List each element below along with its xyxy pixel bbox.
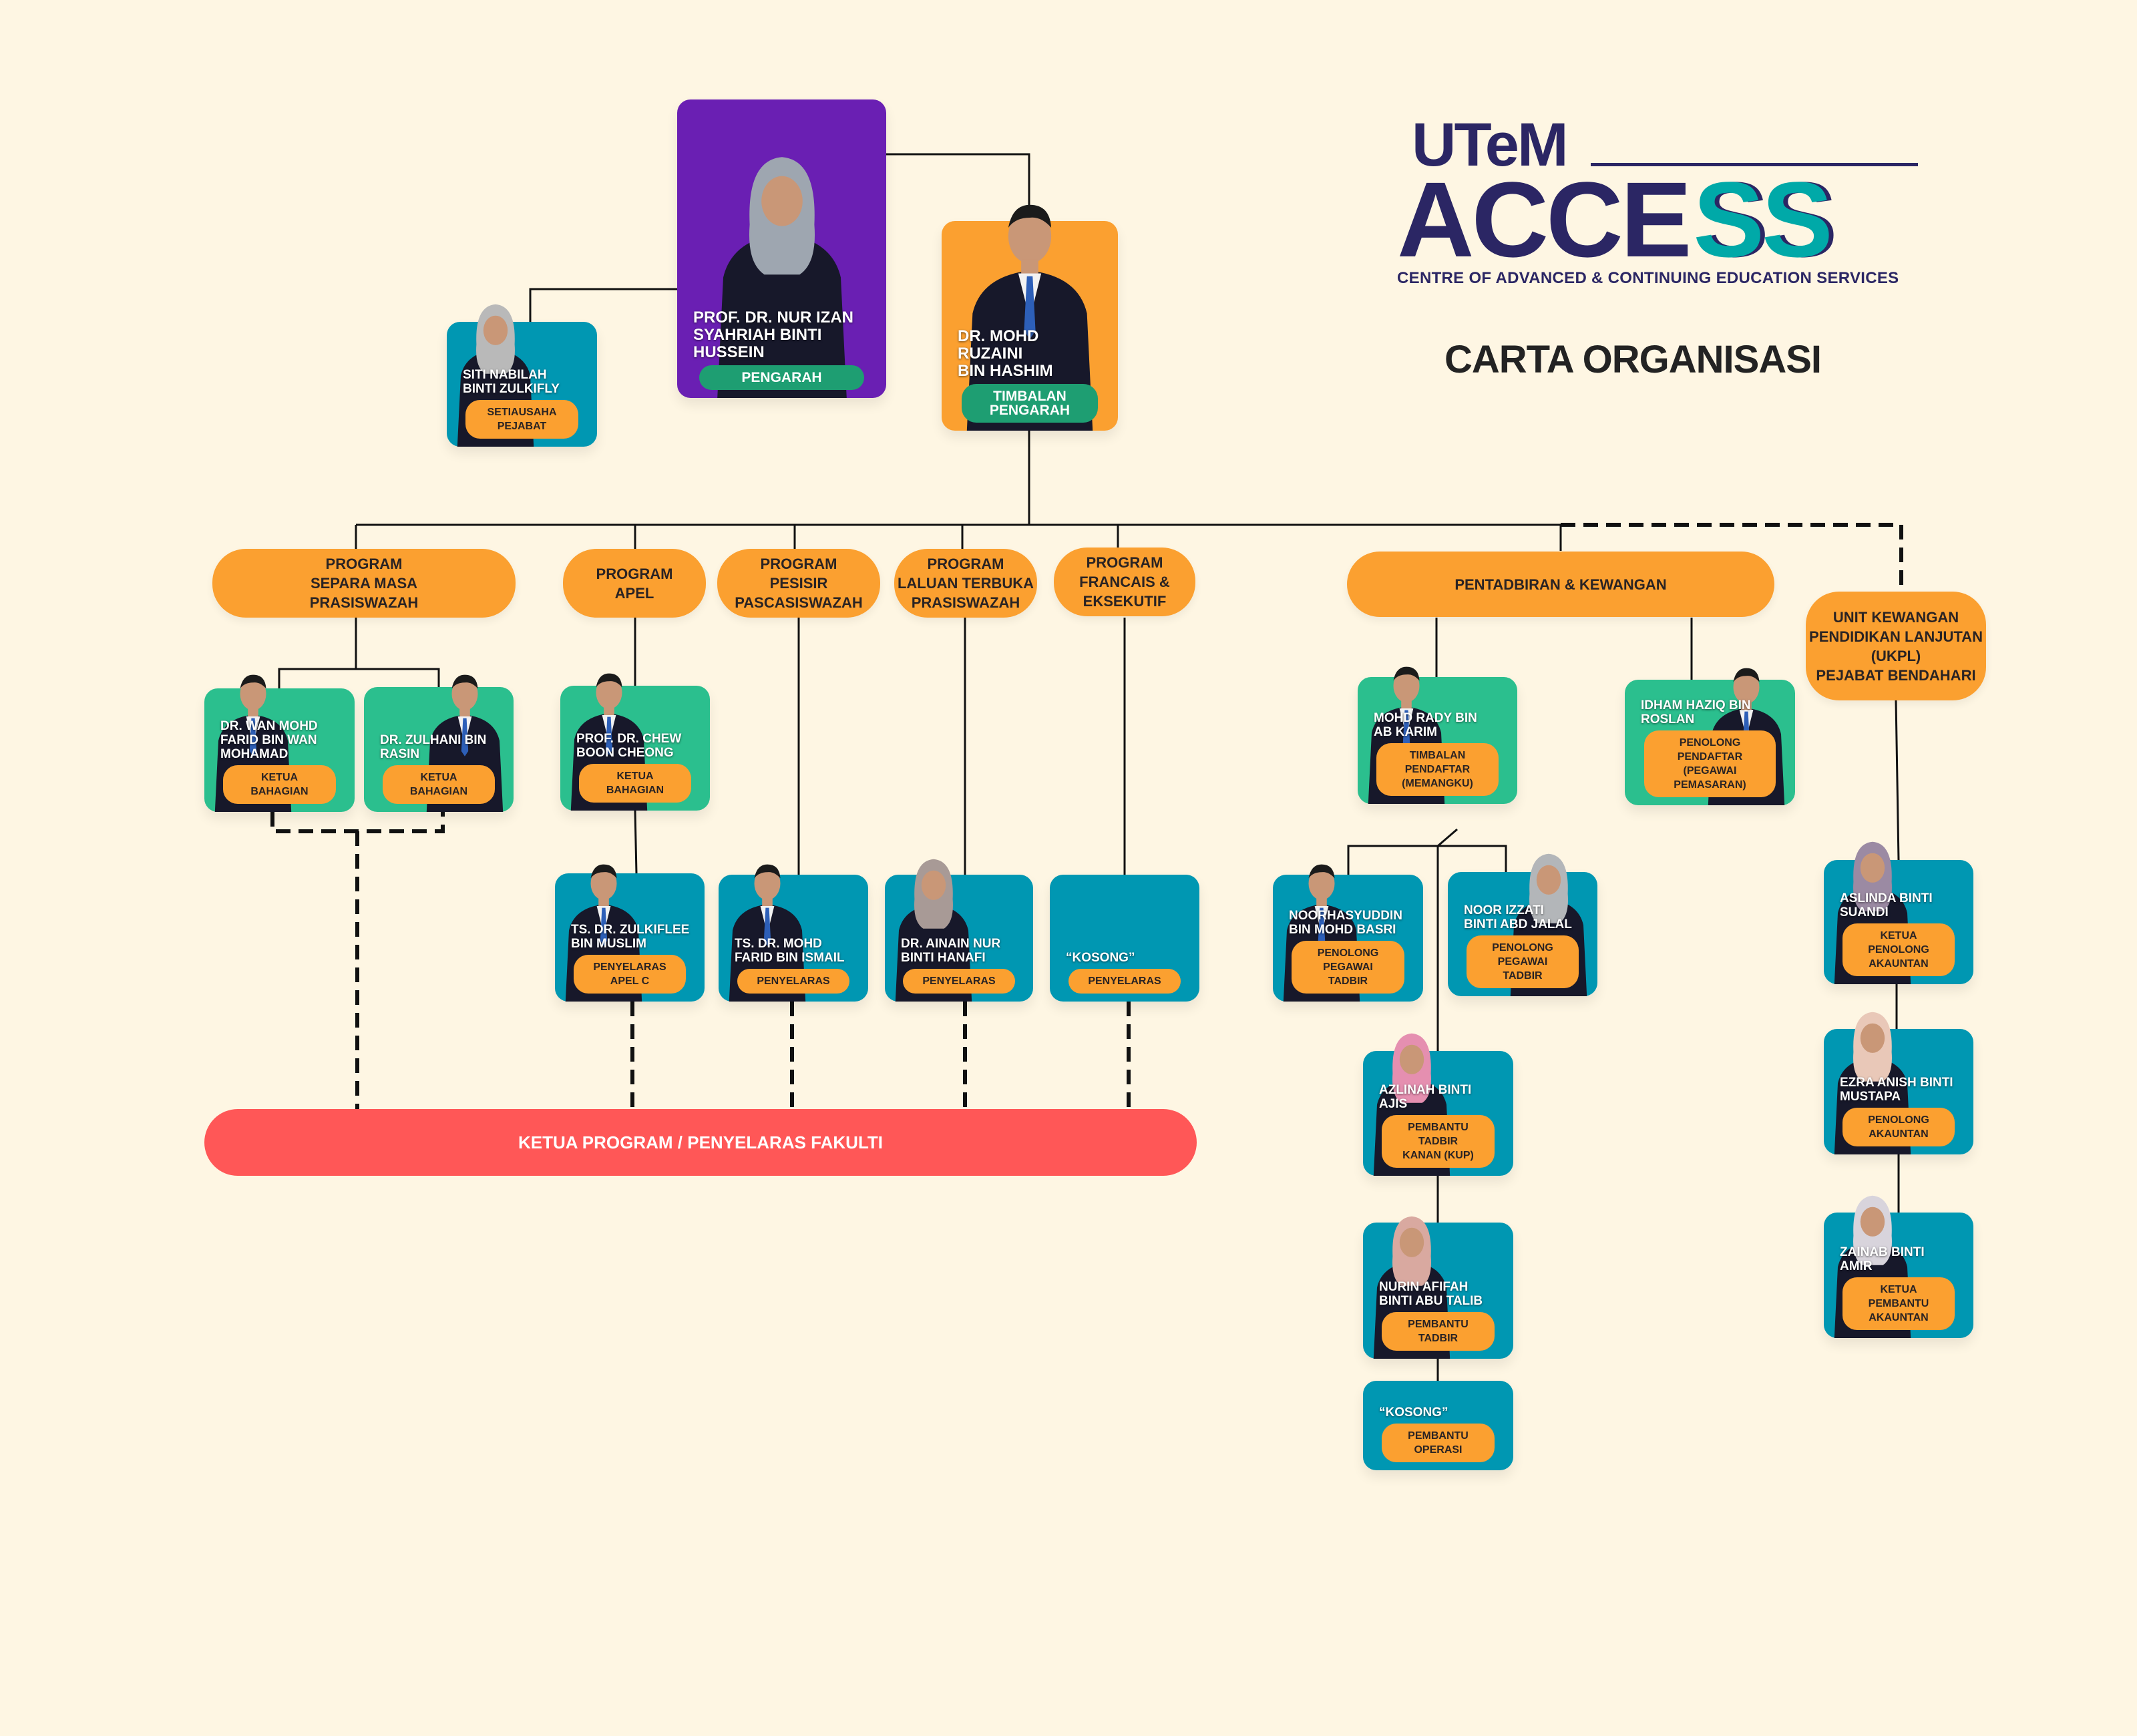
program-label: PROGRAM PESISIR PASCASISWAZAH [735,556,863,611]
staff-card-idham[interactable]: IDHAM HAZIQ BIN ROSLAN PENOLONG PENDAFTAR… [1625,668,1795,805]
program-label: PROGRAM SEPARA MASA PRASISWAZAH [309,556,419,611]
staff-name: MOHD RADY BIN AB KARIM [1374,711,1477,739]
logo-ss-text: SS [1693,160,1832,279]
person-photo [709,66,855,398]
utem-access-logo: UTeM ACCE SS CENTRE OF ADVANCED & CONTIN… [1397,111,1931,291]
connector-line [1437,828,1458,847]
staff-name: NOOR IZZATI BINTI ABD JALAL [1464,903,1572,931]
staff-name: SITI NABILAH BINTI ZULKIFLY [463,368,560,396]
staff-role-badge: PENOLONG PEGAWAI TADBIR [1466,935,1579,988]
staff-card-izzati[interactable]: NOOR IZZATI BINTI ABD JALAL PENOLONG PEGA… [1448,853,1597,996]
staff-name: NOORHASYUDDIN BIN MOHD BASRI [1289,909,1402,937]
dashed-connector [270,812,445,833]
staff-role-badge: PENGARAH [699,365,865,390]
program-francais: PROGRAM FRANCAIS & EKSEKUTIF [1054,548,1195,616]
staff-name: NURIN AFIFAH BINTI ABU TALIB [1379,1280,1483,1308]
staff-name: PROF. DR. CHEW BOON CHEONG [576,732,682,760]
staff-name: PROF. DR. NUR IZAN SYAHRIAH BINTI HUSSEI… [693,308,853,361]
staff-name: IDHAM HAZIQ BIN ROSLAN [1641,698,1751,726]
staff-role-badge: TIMBALAN PENGARAH [961,384,1099,423]
staff-card-chew[interactable]: PROF. DR. CHEW BOON CHEONG KETUA BAHAGIAN [560,673,710,811]
logo-utem-text: UTeM [1412,111,1569,179]
staff-name: DR. MOHD RUZAINI BIN HASHIM [958,327,1053,380]
staff-name: ASLINDA BINTI SUANDI [1840,891,1933,919]
logo-underline [1591,163,1918,166]
program-apel: PROGRAM APEL [563,549,706,618]
staff-role-badge: PENOLONG PENDAFTAR (PEGAWAI PEMASARAN) [1644,730,1776,797]
program-separa-masa: PROGRAM SEPARA MASA PRASISWAZAH [212,549,516,618]
program-label: UNIT KEWANGAN PENDIDIKAN LANJUTAN (UKPL)… [1809,608,1983,684]
staff-card-noorh[interactable]: NOORHASYUDDIN BIN MOHD BASRI PENOLONG PEG… [1273,864,1423,1002]
staff-card-zainab[interactable]: ZAINAB BINTI AMIR KETUA PEMBANTU AKAUNTAN [1824,1195,1973,1338]
program-label: PROGRAM LALUAN TERBUKA PRASISWAZAH [897,556,1034,611]
connector-line [529,288,677,322]
staff-name: DR. AINAIN NUR BINTI HANAFI [901,937,1001,965]
program-label: PROGRAM APEL [596,565,673,602]
connector-line [278,668,440,688]
staff-role-badge: TIMBALAN PENDAFTAR (MEMANGKU) [1376,743,1499,796]
staff-name: “KOSONG” [1066,951,1135,965]
staff-card-timbalan[interactable]: DR. MOHD RUZAINI BIN HASHIM TIMBALAN PENG… [942,204,1118,431]
program-ukpl: UNIT KEWANGAN PENDIDIKAN LANJUTAN (UKPL)… [1806,592,1986,700]
staff-name: TS. DR. MOHD FARID BIN ISMAIL [735,937,845,965]
program-label: PENTADBIRAN & KEWANGAN [1454,576,1667,593]
ketua-program-bar: KETUA PROGRAM / PENYELARAS FAKULTI [204,1109,1197,1176]
staff-name: AZLINAH BINTI AJIS [1379,1083,1472,1111]
staff-role-badge: PENYELARAS [903,969,1015,994]
program-label: PROGRAM FRANCAIS & EKSEKUTIF [1079,554,1170,610]
program-pentadbiran: PENTADBIRAN & KEWANGAN [1347,552,1774,617]
staff-name: DR. WAN MOHD FARID BIN WAN MOHAMAD [220,719,318,761]
staff-card-setiausaha[interactable]: SITI NABILAH BINTI ZULKIFLY SETIAUSAHA PE… [447,304,597,447]
staff-role-badge: PENOLONG PEGAWAI TADBIR [1291,941,1405,994]
staff-name: “KOSONG” [1379,1405,1448,1420]
staff-card-nurin[interactable]: NURIN AFIFAH BINTI ABU TALIB PEMBANTU TAD… [1363,1216,1513,1359]
staff-card-zulhani[interactable]: DR. ZULHANI BIN RASIN KETUA BAHAGIAN [364,674,514,812]
logo-subtitle: CENTRE OF ADVANCED & CONTINUING EDUCATIO… [1397,269,1899,287]
staff-name: EZRA ANISH BINTI MUSTAPA [1840,1076,1953,1104]
staff-role-badge: PEMBANTU TADBIR KANAN (KUP) [1381,1115,1495,1168]
staff-name: DR. ZULHANI BIN RASIN [380,733,487,761]
connector-line [1347,845,1507,875]
staff-card-farid[interactable]: TS. DR. MOHD FARID BIN ISMAIL PENYELARAS [719,864,868,1002]
staff-card-ezra[interactable]: EZRA ANISH BINTI MUSTAPA PENOLONG AKAUNTA… [1824,1012,1973,1154]
logo-access-row: ACCE SS [1397,160,1833,279]
staff-card-rady[interactable]: MOHD RADY BIN AB KARIM TIMBALAN PENDAFTAR… [1358,666,1517,804]
staff-role-badge: SETIAUSAHA PEJABAT [465,400,579,439]
staff-card-aslinda[interactable]: ASLINDA BINTI SUANDI KETUA PENOLONG AKAUN… [1824,841,1973,984]
staff-card-pengarah[interactable]: PROF. DR. NUR IZAN SYAHRIAH BINTI HUSSEI… [677,99,886,398]
logo-access-text: ACCE [1397,160,1692,279]
staff-role-badge: KETUA BAHAGIAN [578,764,692,803]
staff-role-badge: PENYELARAS [1068,969,1181,994]
staff-role-badge: PENYELARAS APEL C [573,955,687,994]
staff-role-badge: PEMBANTU TADBIR [1381,1312,1495,1351]
staff-role-badge: KETUA PENOLONG AKAUNTAN [1842,923,1955,976]
staff-name: TS. DR. ZULKIFLEE BIN MUSLIM [571,923,690,951]
staff-role-badge: KETUA BAHAGIAN [382,765,496,804]
page-title: CARTA ORGANISASI [1444,338,1822,381]
program-laluan: PROGRAM LALUAN TERBUKA PRASISWAZAH [894,549,1037,618]
staff-role-badge: PEMBANTU OPERASI [1381,1424,1495,1462]
staff-role-badge: PENOLONG AKAUNTAN [1842,1108,1955,1146]
staff-card-azlinah[interactable]: AZLINAH BINTI AJIS PEMBANTU TADBIR KANAN … [1363,1033,1513,1176]
staff-role-badge: KETUA BAHAGIAN [222,765,337,804]
program-pesisir: PROGRAM PESISIR PASCASISWAZAH [717,549,880,618]
staff-card-kosong1[interactable]: “KOSONG” PENYELARAS [1050,875,1199,1002]
staff-card-zulkiflee[interactable]: TS. DR. ZULKIFLEE BIN MUSLIM PENYELARAS A… [555,864,705,1002]
staff-card-kosong2[interactable]: “KOSONG” PEMBANTU OPERASI [1363,1381,1513,1470]
staff-role-badge: KETUA PEMBANTU AKAUNTAN [1842,1277,1955,1330]
staff-role-badge: PENYELARAS [737,969,850,994]
staff-name: ZAINAB BINTI AMIR [1840,1245,1925,1273]
staff-card-wan[interactable]: DR. WAN MOHD FARID BIN WAN MOHAMAD KETUA … [204,674,355,812]
staff-card-ainain[interactable]: DR. AINAIN NUR BINTI HANAFI PENYELARAS [885,859,1033,1002]
